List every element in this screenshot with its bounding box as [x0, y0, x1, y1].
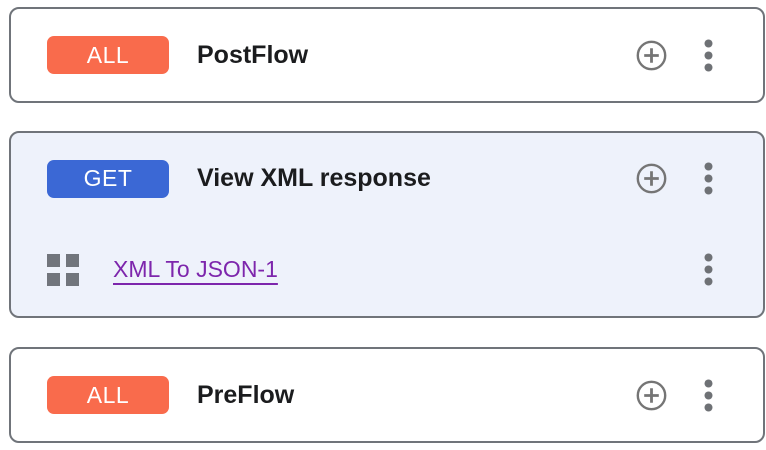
add-policy-button[interactable] [636, 40, 667, 71]
flow-row: ALL PostFlow [11, 9, 763, 101]
more-actions-button[interactable] [704, 162, 713, 195]
flow-card-preflow[interactable]: ALL PreFlow [9, 347, 765, 443]
flow-card-postflow[interactable]: ALL PostFlow [9, 7, 765, 103]
flow-row: ALL PreFlow [11, 349, 763, 441]
plus-circle-icon [636, 40, 667, 70]
flow-title: PreFlow [197, 380, 295, 409]
kebab-menu-icon [704, 253, 713, 286]
kebab-menu-icon [704, 39, 713, 71]
kebab-menu-icon [704, 379, 713, 411]
add-policy-button[interactable] [636, 163, 667, 194]
method-badge: ALL [47, 376, 169, 414]
policy-step-row: XML To JSON-1 [11, 224, 763, 315]
add-policy-button[interactable] [636, 380, 667, 411]
more-actions-button[interactable] [704, 379, 713, 412]
plus-circle-icon [636, 380, 667, 410]
method-badge: GET [47, 159, 169, 198]
step-more-actions-button[interactable] [704, 253, 713, 286]
plus-circle-icon [636, 163, 667, 194]
flow-title: PostFlow [197, 40, 309, 69]
flow-title: View XML response [197, 164, 431, 192]
flow-card-view-xml-response[interactable]: GET View XML response [9, 131, 765, 318]
grid-icon [47, 253, 79, 286]
method-badge: ALL [47, 36, 169, 74]
kebab-menu-icon [704, 162, 713, 195]
flow-row: GET View XML response [11, 133, 763, 224]
more-actions-button[interactable] [704, 39, 713, 72]
policy-link[interactable]: XML To JSON-1 [113, 256, 278, 282]
